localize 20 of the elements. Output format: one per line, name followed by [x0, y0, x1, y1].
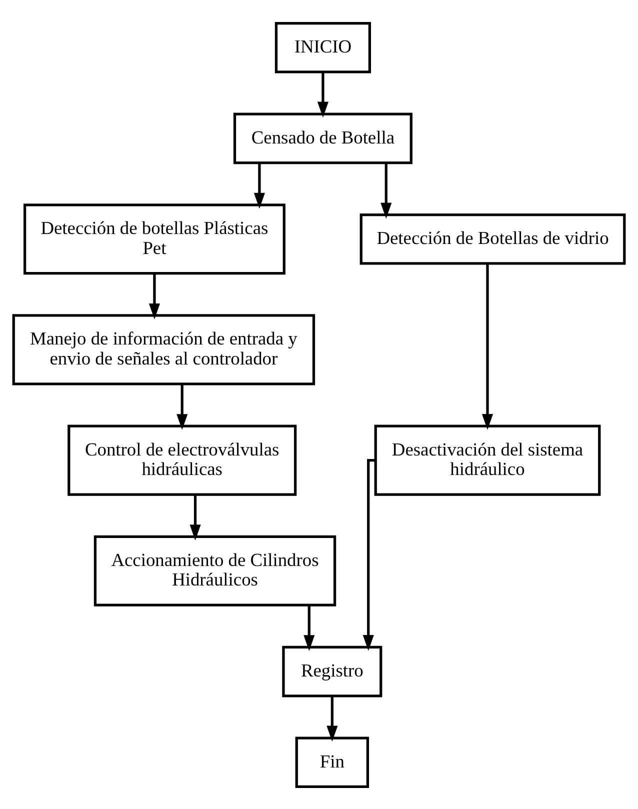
node-box: Censado de Botella: [233, 112, 412, 164]
arrow: [148, 273, 160, 319]
arrow: [362, 458, 376, 650]
node-box: Fin: [295, 736, 370, 788]
arrow: [304, 605, 315, 650]
arrow: [254, 162, 265, 208]
node-box: Detección de botellas Plásticas Pet: [23, 203, 286, 274]
arrow: [326, 696, 338, 742]
node-box: Control de electroválvulas hidráulicas: [68, 424, 297, 496]
node-box: Manejo de información de entrada y envio de señales al controlador: [12, 314, 316, 385]
arrow: [482, 263, 494, 430]
arrow: [317, 72, 328, 118]
arrow: [176, 384, 188, 430]
node-box: Detección de Botellas de vidrio: [360, 212, 626, 264]
node-box: Accionamiento de Cilindros Hidráulicos: [94, 534, 336, 606]
arrow: [380, 162, 392, 218]
node-box: Desactivación del sistema hidráulico: [374, 424, 601, 496]
arrow: [190, 494, 201, 540]
node-box: INICIO: [274, 21, 371, 73]
node-box: Registro: [282, 645, 382, 697]
